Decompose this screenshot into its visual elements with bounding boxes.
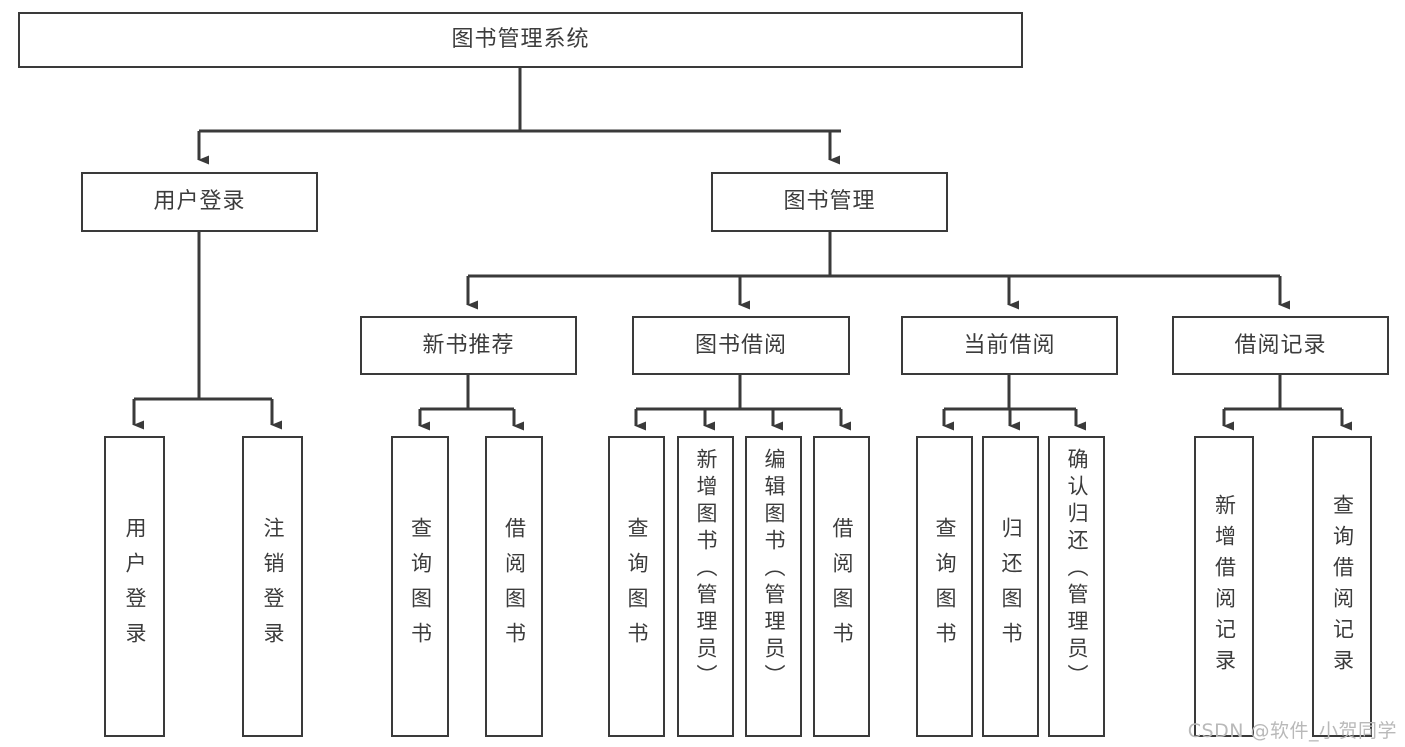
node-label: 图书管理 [783,189,876,215]
leaf-node-borrow-book-recommend[interactable]: 借阅图书 [485,436,543,737]
node-label: 查询图书 [408,516,433,657]
node-label: 确认归还（管理员） [1065,448,1089,691]
node-label: 新增图书（管理员） [694,448,718,691]
node-label: 借阅图书 [502,516,527,657]
csdn-watermark: CSDN @软件_小贺同学 [1187,720,1397,742]
node-label: 借阅记录 [1234,332,1327,358]
node-label: 归还图书 [999,516,1023,657]
leaf-node-add-book-admin[interactable]: 新增图书（管理员） [677,436,734,737]
leaf-node-query-book-current[interactable]: 查询图书 [916,436,973,737]
node-label: 查询图书 [625,516,649,657]
leaf-node-confirm-return-admin[interactable]: 确认归还（管理员） [1048,436,1105,737]
node-label: 当前借阅 [963,332,1056,358]
node-label: 图书管理系统 [451,27,590,53]
node-label: 用户登录 [153,189,246,215]
leaf-node-borrow-book[interactable]: 借阅图书 [813,436,870,737]
node-label: 新书推荐 [422,332,515,358]
leaf-node-query-book-borrow[interactable]: 查询图书 [608,436,665,737]
node-label: 图书借阅 [694,332,787,358]
node-book-borrow[interactable]: 图书借阅 [632,316,850,375]
node-label: 借阅图书 [830,516,854,657]
node-book-manage[interactable]: 图书管理 [711,172,948,232]
node-label: 查询借阅记录 [1330,493,1355,680]
node-root-图书管理系统[interactable]: 图书管理系统 [18,12,1023,68]
node-current-borrow[interactable]: 当前借阅 [901,316,1118,375]
node-user-login[interactable]: 用户登录 [81,172,318,232]
node-label: 查询图书 [933,516,957,657]
node-label: 新增借阅记录 [1212,493,1237,680]
leaf-node-query-book-recommend[interactable]: 查询图书 [391,436,449,737]
leaf-node-edit-book-admin[interactable]: 编辑图书（管理员） [745,436,802,737]
leaf-node-user-login[interactable]: 用户登录 [104,436,165,737]
leaf-node-user-logout[interactable]: 注销登录 [242,436,303,737]
node-label: 注销登录 [261,516,285,657]
node-label: 用户登录 [123,516,147,657]
node-label: 编辑图书（管理员） [762,448,786,691]
leaf-node-return-book[interactable]: 归还图书 [982,436,1039,737]
node-new-book-recommend[interactable]: 新书推荐 [360,316,577,375]
leaf-node-query-borrow-record[interactable]: 查询借阅记录 [1312,436,1372,737]
leaf-node-add-borrow-record[interactable]: 新增借阅记录 [1194,436,1254,737]
node-borrow-record[interactable]: 借阅记录 [1172,316,1389,375]
